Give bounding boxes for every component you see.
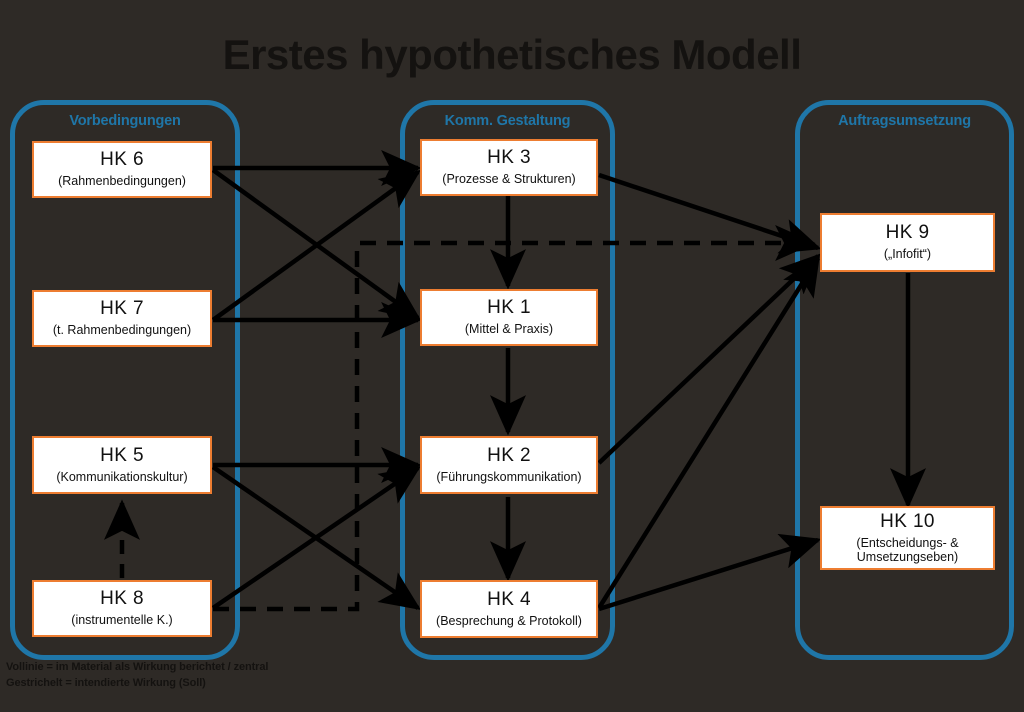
page-title: Erstes hypothetisches Modell — [222, 31, 802, 78]
node-hk10-title: HK 10 — [880, 510, 935, 532]
node-hk10-subtitle-line1: (Entscheidungs- & — [856, 535, 959, 550]
node-hk10[interactable]: HK 10 (Entscheidungs- & Umsetzungseben) — [820, 506, 995, 570]
node-hk5-title: HK 5 — [100, 444, 144, 466]
edge-hk3-hk9 — [598, 172, 822, 254]
node-hk1[interactable]: HK 1 (Mittel & Praxis) — [420, 289, 598, 346]
edge-hk5-hk4 — [211, 465, 421, 611]
node-hk4-title: HK 4 — [487, 588, 531, 610]
node-hk9-subtitle: („Infofit“) — [883, 247, 932, 262]
node-hk7-subtitle: (t. Rahmenbedingungen) — [52, 323, 192, 338]
node-hk5-subtitle: (Kommunikationskultur) — [56, 469, 188, 484]
node-hk2[interactable]: HK 2 (Führungskommunikation) — [420, 436, 598, 494]
legend-line-dashed: Gestrichelt = intendierte Wirkung (Soll) — [6, 676, 206, 689]
node-hk4-subtitle: (Besprechung & Protokoll) — [436, 613, 582, 628]
node-hk4[interactable]: HK 4 (Besprechung & Protokoll) — [420, 580, 598, 638]
node-hk6-title: HK 6 — [100, 149, 144, 171]
node-hk9[interactable]: HK 9 („Infofit“) — [820, 213, 995, 272]
group-label-komm-gestaltung: Komm. Gestaltung — [444, 113, 571, 129]
node-hk1-title: HK 1 — [487, 297, 531, 319]
edge-hk6-hk1 — [211, 168, 421, 321]
node-hk9-title: HK 9 — [885, 222, 930, 244]
node-hk5[interactable]: HK 5 (Kommunikationskultur) — [32, 436, 212, 494]
node-hk3-subtitle: (Prozesse & Strukturen) — [442, 172, 576, 187]
node-hk10-subtitle-line2: Umsetzungseben) — [856, 549, 959, 564]
group-auftragsumsetzung — [795, 100, 1014, 660]
node-hk3[interactable]: HK 3 (Prozesse & Strukturen) — [420, 139, 598, 196]
node-hk8[interactable]: HK 8 (instrumentelle K.) — [32, 580, 212, 637]
node-hk7[interactable]: HK 7 (t. Rahmenbedingungen) — [32, 290, 212, 347]
node-hk2-subtitle: (Führungskommunikation) — [436, 469, 582, 484]
node-hk8-title: HK 8 — [100, 588, 144, 610]
node-hk6-subtitle: (Rahmenbedingungen) — [58, 174, 186, 189]
node-hk8-subtitle: (instrumentelle K.) — [71, 613, 173, 628]
edge-hk4-hk10 — [598, 533, 822, 612]
node-hk7-title: HK 7 — [100, 298, 144, 320]
node-hk1-subtitle: (Mittel & Praxis) — [464, 322, 554, 337]
edge-hk8-hk2 — [211, 465, 421, 610]
node-hk6[interactable]: HK 6 (Rahmenbedingungen) — [32, 141, 212, 198]
legend-line-solid: Vollinie = im Material als Wirkung beric… — [6, 661, 269, 673]
group-label-vorbedingungen: Vorbedingungen — [69, 113, 181, 129]
edge-hk7-hk3 — [211, 169, 421, 322]
legend: Vollinie = im Material als Wirkung beric… — [6, 660, 268, 692]
group-label-auftragsumsetzung: Auftragsumsetzung — [838, 113, 971, 129]
node-hk3-title: HK 3 — [487, 147, 531, 169]
node-hk2-title: HK 2 — [487, 444, 531, 466]
edge-hk2-hk9 — [597, 253, 821, 465]
edge-hk4-hk9 — [597, 254, 820, 610]
